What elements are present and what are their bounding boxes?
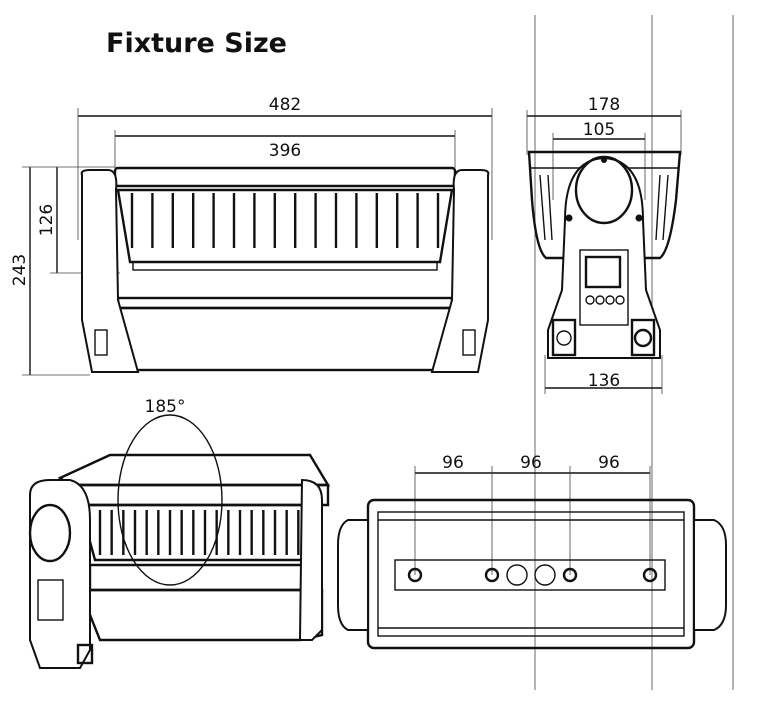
- tilt-range-label: 185°: [145, 397, 186, 417]
- head-height-label: 126: [37, 204, 57, 236]
- diagram-title: Fixture Size: [106, 28, 287, 59]
- base-width-label: 136: [588, 371, 620, 391]
- spacing-label-1: 96: [442, 453, 464, 473]
- side-view: 178 105 136: [526, 95, 682, 394]
- lens-width-label: 105: [583, 120, 615, 140]
- front-view: 482 396 126 243: [10, 95, 493, 376]
- head-width-label: 396: [269, 141, 301, 161]
- perspective-view: 185°: [28, 397, 331, 669]
- bottom-view: 96 96 96: [337, 453, 727, 650]
- overall-width-label: 482: [269, 95, 301, 115]
- depth-label: 178: [588, 95, 620, 115]
- spacing-label-2: 96: [520, 453, 542, 473]
- overall-height-label: 243: [10, 254, 30, 286]
- spacing-label-3: 96: [598, 453, 620, 473]
